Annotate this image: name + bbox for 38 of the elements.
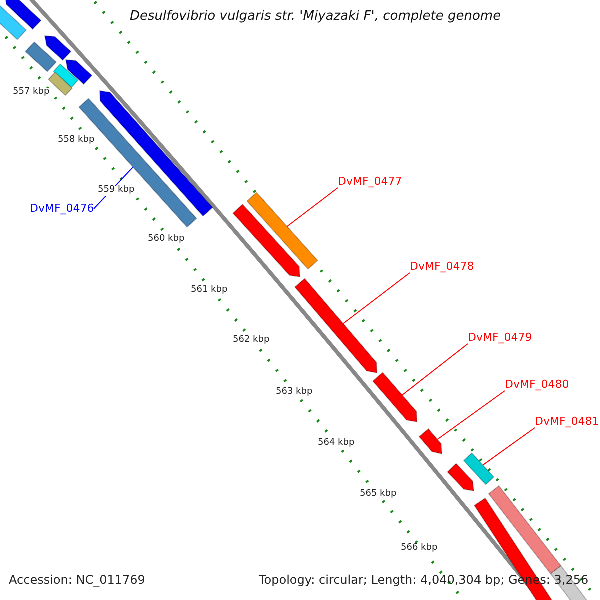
gene-segment [4,0,42,30]
gene-segment [44,35,72,62]
gene-label: DvMF_0478 [410,261,474,274]
gene-segment [418,428,443,455]
scale-label: 562 kbp [232,336,271,346]
scale-label: 557 kbp [12,88,51,98]
gene-segment [294,278,378,374]
gene-segment [463,452,495,486]
leader-line [286,188,338,228]
scale-label: 560 kbp [147,235,186,245]
gene-segment [48,72,74,96]
gene-segment [65,59,93,86]
gene-segment [372,372,418,423]
scale-label: 564 kbp [317,439,356,449]
gene-segment [232,204,301,278]
scale-label: 558 kbp [57,136,96,146]
leader-line [402,344,468,396]
scale-label: 563 kbp [275,388,314,398]
gene-label: DvMF_0479 [468,332,532,344]
info-text: Accession: NC_011769 [8,574,146,588]
leader-line [437,390,506,440]
gene-segment [246,192,318,270]
scale-label: 565 kbp [359,490,398,500]
leader-line [482,428,536,466]
scale-label: 559 kbp [97,186,136,196]
gene-segment [488,485,562,575]
gene-label: DvMF_0480 [505,379,570,392]
scale-label: 561 kbp [190,286,229,296]
title: Desulfovibrio vulgaris str. 'Miyazaki F', complete genome [130,10,502,24]
gene-segment [99,90,214,217]
scale-label: 566 kbp [400,544,439,554]
gene-label: DvMF_0477 [338,176,402,188]
leader-line [342,272,410,324]
gene-segment [0,4,28,40]
gene-segment [24,42,58,72]
gene-label: DvMF_0481 [535,416,600,428]
gene-segment [447,463,475,492]
gene-label: DvMF_0476 [30,203,94,216]
